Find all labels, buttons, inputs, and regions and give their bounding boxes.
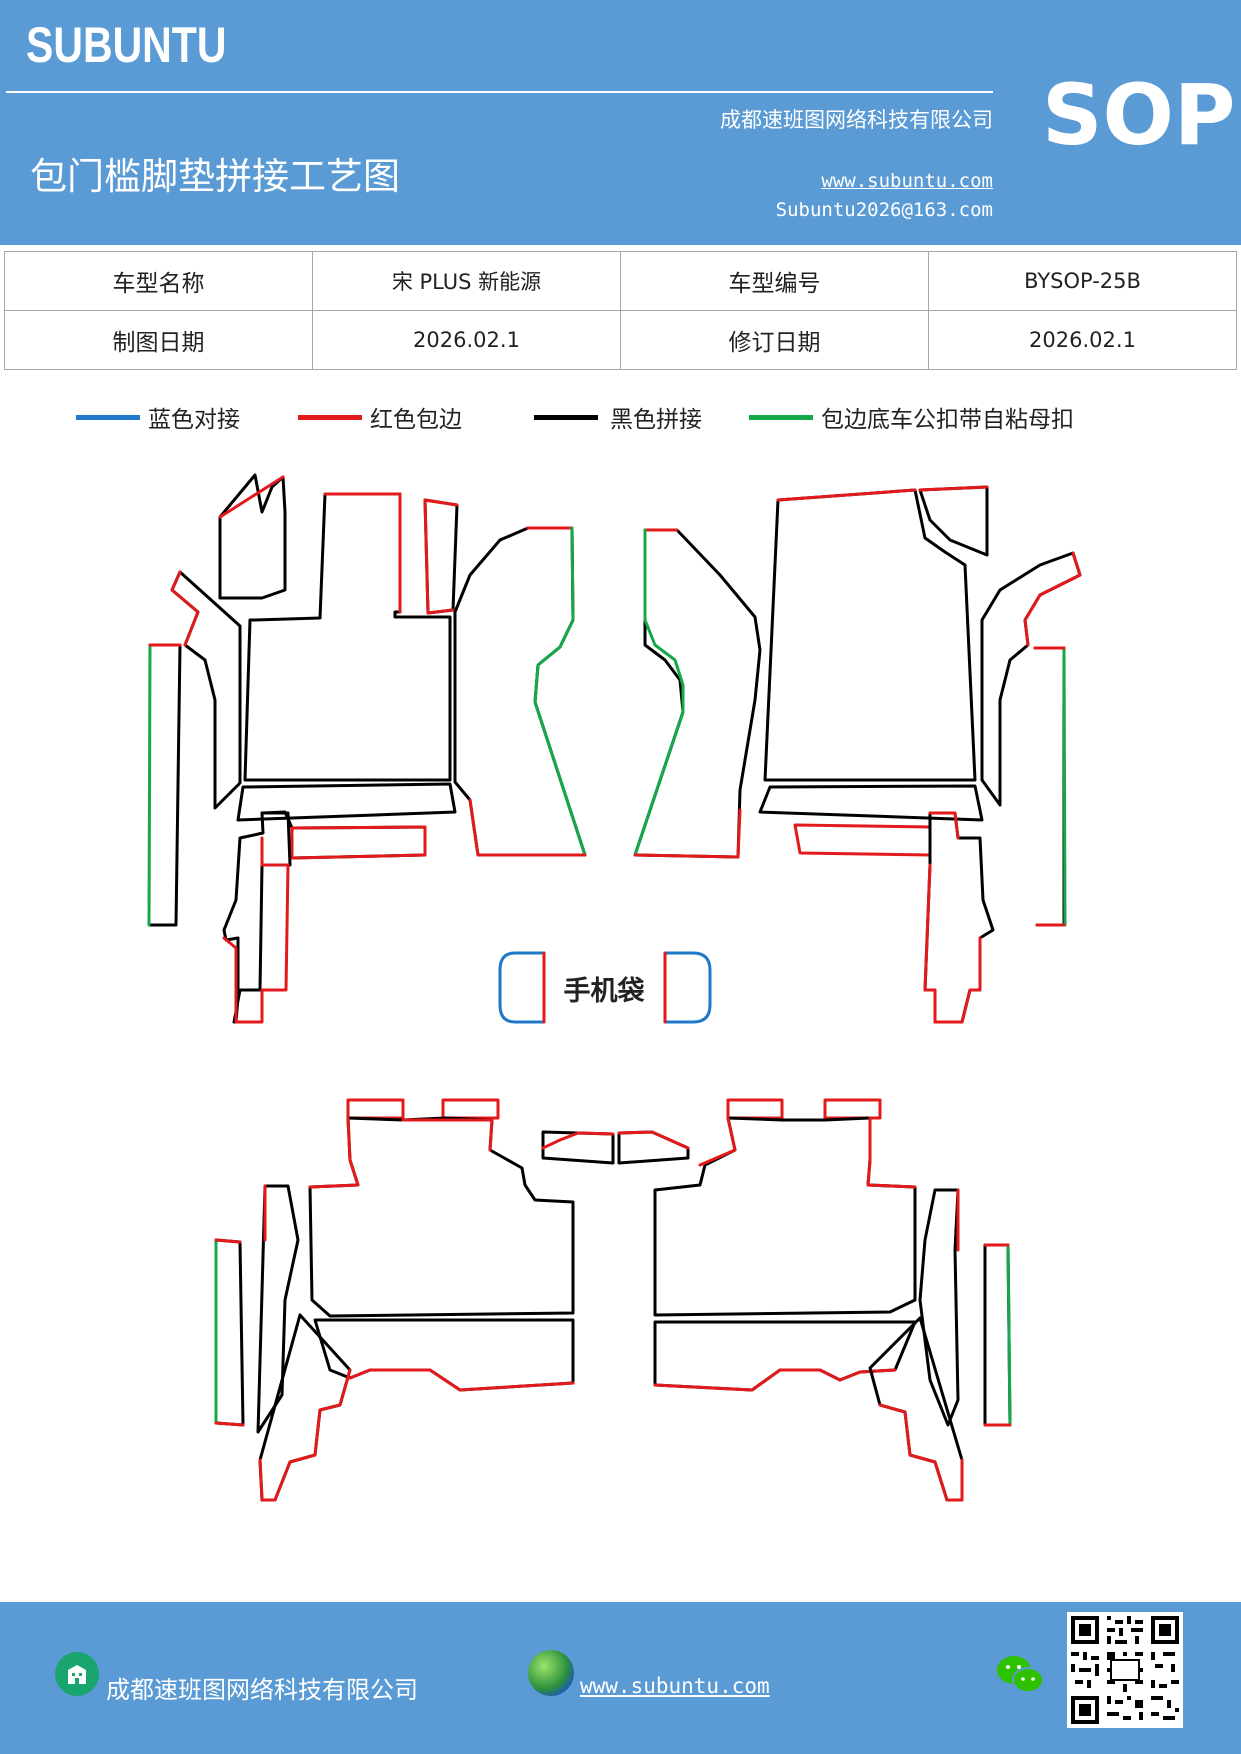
table-row: 车型名称 宋 PLUS 新能源 车型编号 BYSOP-25B (4, 251, 1237, 311)
front-left-mats (147, 473, 587, 1024)
legend-swatch-black (534, 414, 598, 420)
brand-logo: SUBUNTU (26, 17, 227, 73)
footer-band: 成都速班图网络科技有限公司 www.subuntu.com (0, 1602, 1241, 1754)
mat-piece (633, 528, 762, 859)
mat-edge-red (776, 488, 917, 502)
mat-piece (260, 810, 427, 860)
mat-piece (983, 1243, 1012, 1427)
mat-edge-red (793, 823, 932, 857)
mat-piece (148, 643, 182, 927)
legend-item-red: 红色包边 (298, 400, 462, 434)
mat-piece (170, 570, 242, 810)
qr-code-image (1067, 1612, 1183, 1728)
mat-edge-red (1033, 646, 1066, 927)
mat-piece (243, 492, 452, 782)
mat-piece (653, 1116, 917, 1317)
footer-company: 成都速班图网络科技有限公司 (106, 1676, 418, 1704)
rear-left-mats (214, 1098, 690, 1502)
legend-label: 包边底车公扣带自粘母扣 (821, 407, 1074, 433)
phone-pockets (498, 951, 712, 1024)
mat-edge-red (346, 1098, 500, 1120)
mat-edge-red (290, 825, 427, 860)
mat-edge-red (323, 492, 402, 614)
model-code-label: 车型编号 (620, 251, 929, 311)
building-icon (55, 1652, 99, 1696)
mat-edge-green (1006, 1243, 1012, 1427)
draw-date-label: 制图日期 (4, 310, 313, 370)
mat-edge-green (147, 643, 152, 927)
mat-edge-red (423, 498, 459, 615)
phone-pocket-right (663, 951, 712, 1024)
sop-label: SOP (1042, 66, 1236, 164)
legend: 蓝色对接 红色包边 黑色拼接 包边底车公扣带自粘母扣 (0, 400, 1241, 440)
mat-piece (918, 485, 989, 557)
mat-edge-red (698, 1116, 917, 1189)
revise-date-label: 修订日期 (620, 310, 929, 370)
legend-swatch-green (749, 414, 813, 420)
mat-edge-red (878, 1403, 964, 1502)
mat-edge-red (222, 836, 290, 1024)
mat-piece (868, 1316, 964, 1502)
mat-edge-red (348, 1368, 575, 1392)
revise-date-value: 2026.02.1 (928, 310, 1237, 370)
mat-piece (214, 1238, 245, 1427)
phone-pocket-label: 手机袋 (564, 976, 646, 1007)
mat-edge-red (983, 1243, 1012, 1427)
mat-edge-red (258, 1368, 352, 1502)
mat-piece (763, 488, 977, 782)
legend-label: 红色包边 (370, 407, 462, 433)
mat-piece (653, 1320, 917, 1392)
mat-edge-red (918, 485, 989, 492)
legend-swatch-red (298, 414, 362, 420)
mat-edge-red (1023, 551, 1082, 647)
legend-label: 黑色拼接 (610, 407, 702, 433)
header-company: 成都速班图网络科技有限公司 (720, 108, 993, 132)
phone-pocket-left (498, 951, 546, 1024)
mat-edge-red (214, 1238, 245, 1427)
draw-date-value: 2026.02.1 (312, 310, 621, 370)
header-band: SUBUNTU SOP 成都速班图网络科技有限公司 包门槛脚垫拼接工艺图 www… (0, 0, 1241, 245)
legend-label: 蓝色对接 (148, 407, 240, 433)
mat-piece (758, 784, 984, 822)
mat-edge-red (653, 1368, 897, 1392)
mat-piece (236, 782, 457, 822)
mat-piece (918, 1188, 960, 1427)
mat-edge-red (923, 811, 982, 1024)
header-email: Subuntu2026@163.com (775, 199, 993, 221)
header-divider (6, 91, 993, 93)
rear-right-mats (653, 1098, 1012, 1502)
model-name-value: 宋 PLUS 新能源 (312, 251, 621, 311)
wechat-icon (996, 1654, 1044, 1700)
mat-edge-red (726, 1098, 882, 1120)
mat-edge-red (218, 475, 285, 519)
mat-piece (256, 1184, 300, 1434)
legend-item-black: 黑色拼接 (534, 400, 702, 434)
header-website-link[interactable]: www.subuntu.com (821, 170, 993, 192)
legend-item-blue: 蓝色对接 (76, 400, 240, 434)
mat-edge-green (633, 528, 685, 857)
footer-website-link[interactable]: www.subuntu.com (580, 1674, 770, 1698)
mat-edge-red (633, 808, 742, 859)
legend-swatch-blue (76, 414, 140, 420)
front-right-mats (633, 485, 1082, 1024)
page-title: 包门槛脚垫拼接工艺图 (30, 155, 400, 198)
model-name-label: 车型名称 (4, 251, 313, 311)
mat-edge-red (170, 570, 200, 647)
mat-piece (258, 1313, 352, 1502)
table-row: 制图日期 2026.02.1 修订日期 2026.02.1 (4, 310, 1237, 370)
mat-piece (218, 473, 287, 600)
mat-piece (423, 498, 459, 615)
mat-edge-red (541, 1130, 690, 1150)
mat-piece (1033, 646, 1066, 927)
mat-edge-red (468, 798, 587, 857)
mat-edge-green (1062, 646, 1067, 927)
info-table: 车型名称 宋 PLUS 新能源 车型编号 BYSOP-25B 制图日期 2026… (4, 251, 1237, 370)
globe-icon (528, 1650, 574, 1696)
mat-edge-green (533, 526, 587, 857)
mat-edge-red (308, 1116, 494, 1189)
model-code-value: BYSOP-25B (928, 251, 1237, 311)
legend-item-green: 包边底车公扣带自粘母扣 (749, 400, 1074, 434)
mat-piece (453, 526, 587, 857)
mat-layout-diagram: 手机袋 (147, 473, 1082, 1502)
